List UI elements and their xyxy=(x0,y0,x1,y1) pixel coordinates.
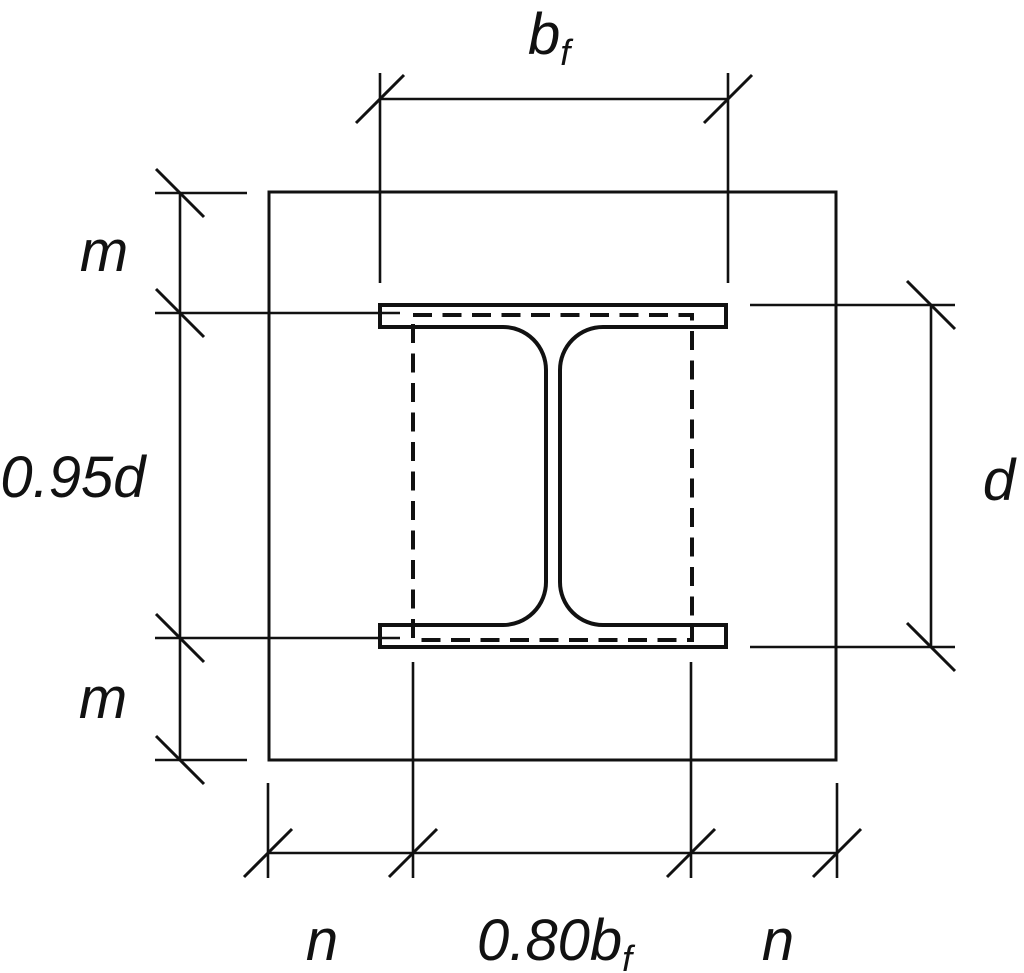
base-plate-rect xyxy=(267,190,838,762)
dimension-tick-icon xyxy=(154,287,206,339)
i-beam-outline xyxy=(378,303,728,649)
base-plate-outline xyxy=(267,190,838,762)
dimension-right-d: d xyxy=(750,279,1017,673)
dimension-left-m-095d-m: m 0.95d m xyxy=(0,167,400,786)
dimension-top-bf: bf xyxy=(354,2,754,283)
wide-flange-column-section xyxy=(378,303,728,649)
dimension-tick-icon xyxy=(354,73,406,125)
label-d: d xyxy=(983,448,1017,513)
critical-section-dashed-outline xyxy=(411,313,694,642)
dimension-tick-icon xyxy=(154,734,206,786)
dimension-tick-icon xyxy=(702,73,754,125)
dimension-tick-icon xyxy=(665,827,717,879)
dimension-tick-icon xyxy=(811,827,863,879)
label-080bf: 0.80bf xyxy=(477,908,636,973)
dimension-tick-icon xyxy=(905,621,957,673)
label-m-bottom: m xyxy=(79,666,127,731)
dimension-tick-icon xyxy=(154,612,206,664)
dimension-tick-icon xyxy=(242,827,294,879)
label-bf: bf xyxy=(528,2,574,73)
label-n-right: n xyxy=(762,908,794,973)
label-095d: 0.95d xyxy=(0,445,147,510)
label-n-left: n xyxy=(306,908,338,973)
dimension-bottom-n-080bf-n: n 0.80bf n xyxy=(242,662,863,973)
dashed-rect xyxy=(411,313,694,642)
label-m-top: m xyxy=(80,219,128,284)
dimension-tick-icon xyxy=(905,279,957,331)
dimension-tick-icon xyxy=(154,167,206,219)
dimension-tick-icon xyxy=(387,827,439,879)
